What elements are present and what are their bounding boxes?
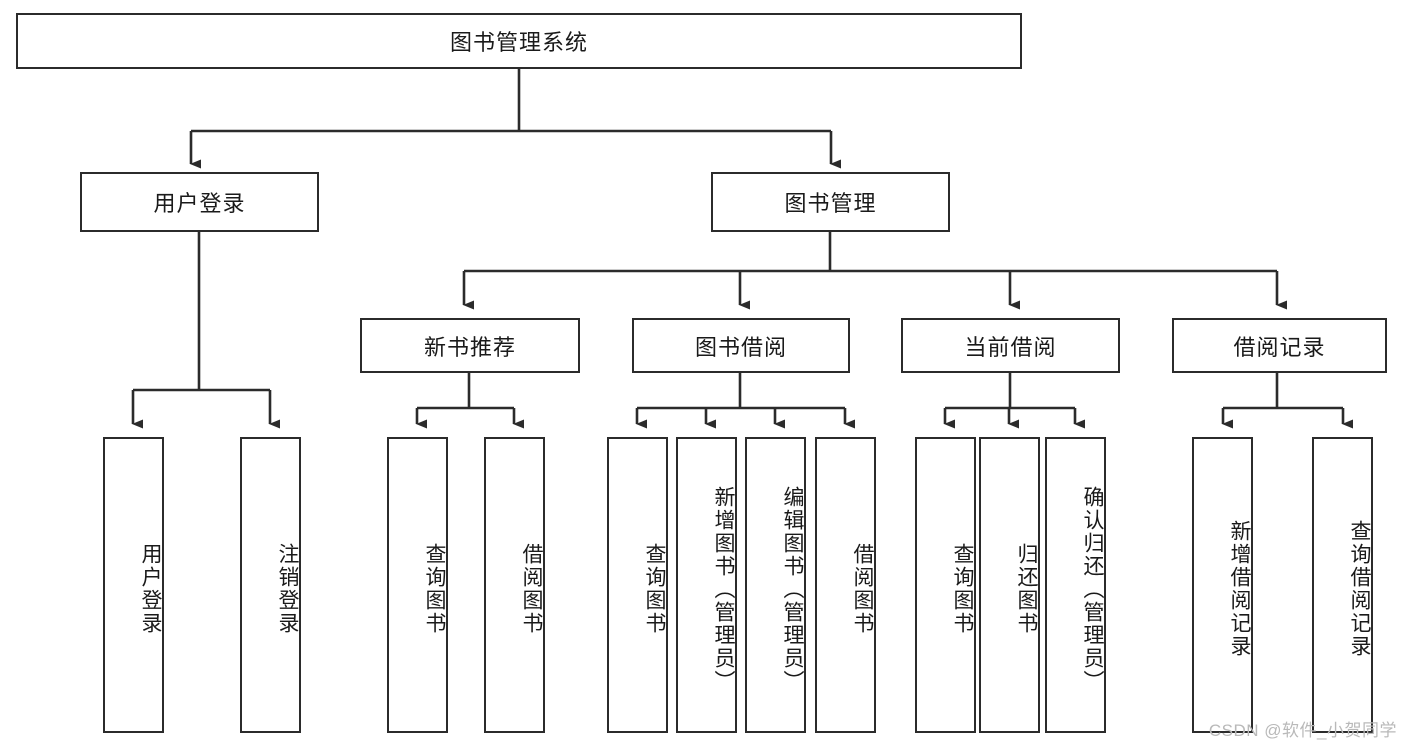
node-book-borrow[interactable]: 图书借阅 xyxy=(632,318,850,373)
node-label: 当前借阅 xyxy=(964,334,1057,360)
leaf-add-borrow-record[interactable]: 新增借阅记录 xyxy=(1192,437,1253,733)
node-borrow-record[interactable]: 借阅记录 xyxy=(1172,318,1387,373)
node-label: 新增图书（管理员） xyxy=(712,485,735,693)
node-label: 新增借阅记录 xyxy=(1228,520,1251,658)
leaf-add-book-admin[interactable]: 新增图书（管理员） xyxy=(676,437,737,733)
node-book-management[interactable]: 图书管理 xyxy=(711,172,950,232)
node-user-login[interactable]: 用户登录 xyxy=(80,172,319,232)
node-label: 确认归还（管理员） xyxy=(1081,485,1104,693)
node-new-book-recommendation[interactable]: 新书推荐 xyxy=(360,318,580,373)
leaf-user-login[interactable]: 用户登录 xyxy=(103,437,164,733)
leaf-confirm-return-admin[interactable]: 确认归还（管理员） xyxy=(1045,437,1106,733)
node-label: 图书管理系统 xyxy=(449,30,588,55)
node-label: 查询图书 xyxy=(643,543,666,635)
node-label: 图书管理 xyxy=(784,191,877,216)
leaf-borrow-book-new[interactable]: 借阅图书 xyxy=(484,437,545,733)
node-current-borrow[interactable]: 当前借阅 xyxy=(901,318,1120,373)
node-label: 用户登录 xyxy=(139,543,162,635)
leaf-return-book[interactable]: 归还图书 xyxy=(979,437,1040,733)
node-label: 查询借阅记录 xyxy=(1348,520,1371,658)
node-label: 用户登录 xyxy=(153,191,246,216)
node-label: 借阅记录 xyxy=(1233,334,1326,360)
node-label: 查询图书 xyxy=(951,543,974,635)
node-label: 借阅图书 xyxy=(851,543,874,635)
leaf-query-book-new[interactable]: 查询图书 xyxy=(387,437,448,733)
node-label: 编辑图书（管理员） xyxy=(781,485,804,693)
leaf-borrow-book[interactable]: 借阅图书 xyxy=(815,437,876,733)
node-root-book-management-system[interactable]: 图书管理系统 xyxy=(16,13,1022,69)
leaf-edit-book-admin[interactable]: 编辑图书（管理员） xyxy=(745,437,806,733)
node-label: 图书借阅 xyxy=(694,334,787,360)
leaf-query-borrow-record[interactable]: 查询借阅记录 xyxy=(1312,437,1373,733)
leaf-query-book-current[interactable]: 查询图书 xyxy=(915,437,976,733)
node-label: 查询图书 xyxy=(423,543,446,635)
leaf-logout[interactable]: 注销登录 xyxy=(240,437,301,733)
node-label: 借阅图书 xyxy=(520,543,543,635)
node-label: 归还图书 xyxy=(1015,543,1038,635)
leaf-query-book-borrow[interactable]: 查询图书 xyxy=(607,437,668,733)
node-label: 新书推荐 xyxy=(423,334,516,360)
node-label: 注销登录 xyxy=(276,543,299,635)
